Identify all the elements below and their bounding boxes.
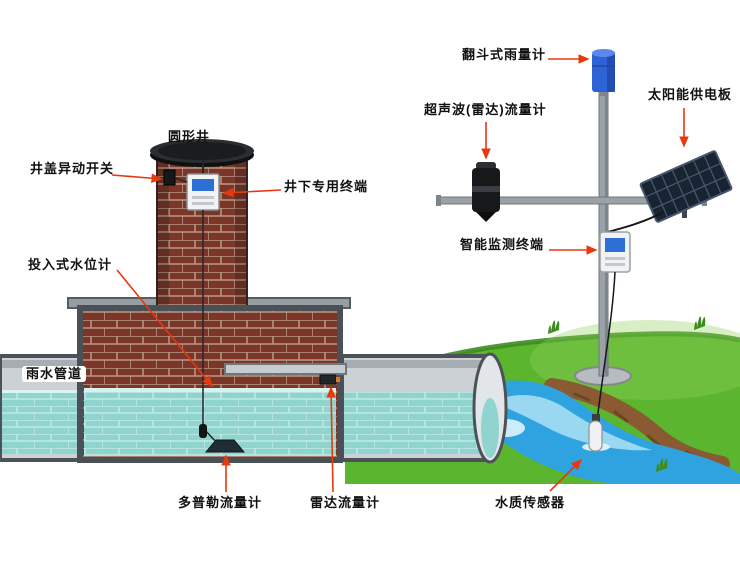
label-underground-terminal: 井下专用终端 bbox=[284, 179, 369, 194]
label-radar: 雷达流量计 bbox=[310, 495, 381, 510]
arrow-level-gauge bbox=[116, 269, 214, 388]
cover-switch-device bbox=[163, 169, 188, 186]
water-quality-sensor bbox=[582, 414, 610, 452]
arrow-underground-terminal bbox=[222, 187, 282, 198]
solar-panel bbox=[639, 150, 733, 223]
stream-highlight bbox=[492, 395, 652, 451]
sensor-cable bbox=[596, 271, 616, 421]
ultrasonic-flowmeter bbox=[472, 162, 500, 222]
dirt-texture bbox=[573, 392, 702, 460]
label-circular-well: 圆形井 bbox=[168, 129, 211, 144]
label-level-gauge: 投入式水位计 bbox=[28, 257, 113, 272]
solar-cable bbox=[607, 211, 665, 233]
radar-flowmeter-device bbox=[319, 374, 340, 385]
pole-station bbox=[436, 49, 733, 452]
label-solar-panel: 太阳能供电板 bbox=[648, 87, 733, 102]
callout-arrows bbox=[111, 54, 689, 493]
arrow-water-quality bbox=[549, 458, 583, 492]
gauge-mount bbox=[600, 90, 608, 96]
label-water-quality: 水质传感器 bbox=[495, 495, 566, 510]
rain-gauge bbox=[592, 49, 615, 92]
smart-terminal bbox=[599, 231, 631, 273]
crossbar-left-cap bbox=[436, 195, 441, 206]
label-ultrasonic: 超声波(雷达)流量计 bbox=[424, 102, 547, 117]
well-scene bbox=[0, 139, 508, 464]
level-gauge-device bbox=[199, 424, 207, 438]
underground-terminal-device bbox=[186, 173, 220, 211]
label-smart-terminal: 智能监测终端 bbox=[460, 237, 545, 252]
arrow-cover-switch bbox=[111, 173, 163, 184]
inner-pipe bbox=[224, 363, 347, 375]
label-rainwater-pipe: 雨水管道 bbox=[22, 366, 87, 383]
label-rain-gauge: 翻斗式雨量计 bbox=[462, 47, 547, 62]
label-cover-switch: 井盖异动开关 bbox=[30, 161, 115, 176]
label-doppler: 多普勒流量计 bbox=[178, 495, 263, 510]
grass-tufts bbox=[548, 316, 706, 472]
arrow-radar bbox=[326, 386, 336, 493]
doppler-device bbox=[204, 439, 246, 453]
circular-well-tower bbox=[150, 139, 254, 309]
outlet-pipe-right bbox=[340, 352, 508, 464]
